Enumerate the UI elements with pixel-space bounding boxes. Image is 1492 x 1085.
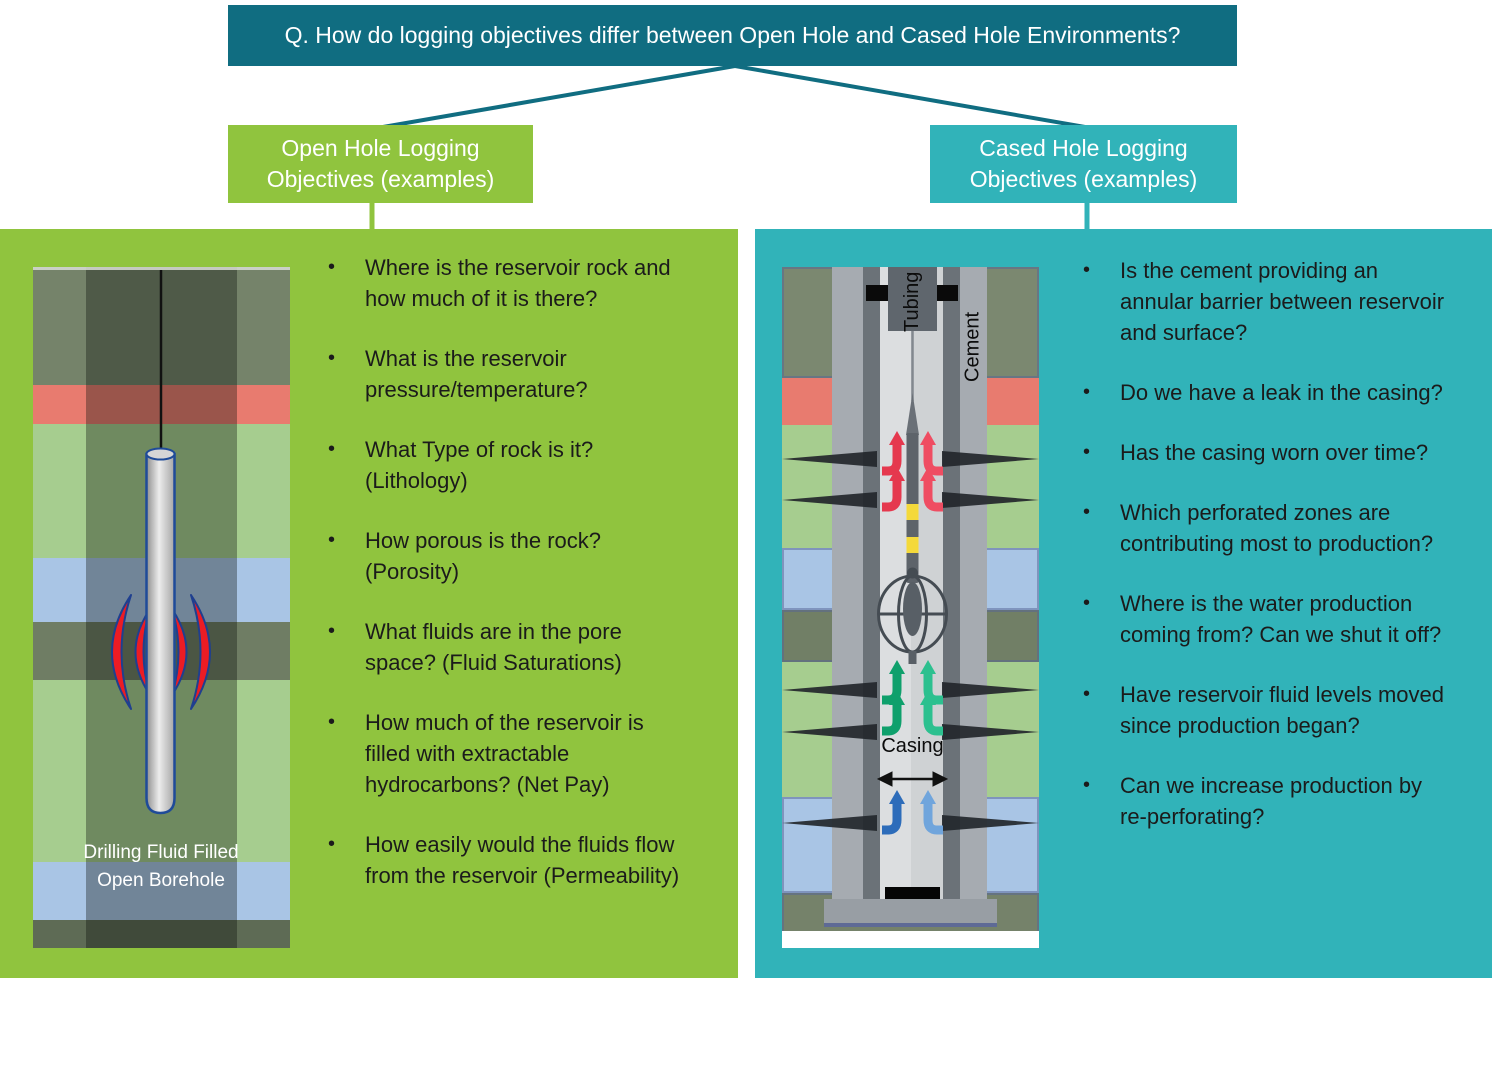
bullet-text: Where is the water production coming fro… — [1120, 591, 1442, 647]
cased-hole-panel: Tubing Cement Casing Is the cement provi… — [755, 229, 1492, 978]
list-item: Is the cement providing an annular barri… — [1077, 255, 1449, 348]
casing-width-arrow — [876, 771, 949, 787]
open-hole-panel: Drilling Fluid Filled Open Borehole Wher… — [0, 229, 738, 978]
strata-layer-olive-bottom — [33, 920, 290, 948]
bullet-text: Have reservoir fluid levels moved since … — [1120, 682, 1445, 738]
packers — [866, 285, 958, 301]
cased-hole-illustration: Tubing Cement Casing — [782, 267, 1039, 948]
cased-hole-header-line1: Cased Hole Logging — [979, 135, 1188, 161]
bullet-text: How much of the reservoir is filled with… — [365, 710, 644, 797]
open-hole-header-line1: Open Hole Logging — [281, 135, 480, 161]
list-item: How porous is the rock? (Porosity) — [322, 525, 694, 587]
production-logging-tool — [877, 393, 948, 664]
list-item: Has the casing worn over time? — [1077, 437, 1449, 468]
bullet-text: What is the reservoir pressure/temperatu… — [365, 346, 588, 402]
surface-line — [33, 267, 290, 270]
open-hole-header-box: Open Hole Logging Objectives (examples) — [228, 125, 533, 203]
title-question-text: Q. How do logging objectives differ betw… — [284, 22, 1181, 48]
list-item: Can we increase production by re-perfora… — [1077, 770, 1449, 832]
list-item: Which perforated zones are contributing … — [1077, 497, 1449, 559]
branch-line-right — [734, 64, 1086, 129]
tool-yellow-band — [906, 537, 919, 553]
list-item: How easily would the fluids flow from th… — [322, 829, 694, 891]
perforation-darts — [782, 451, 1039, 831]
list-item: Where is the water production coming fro… — [1077, 588, 1449, 650]
bullet-text: How easily would the fluids flow from th… — [365, 832, 680, 888]
bullet-text: Has the casing worn over time? — [1120, 440, 1429, 465]
list-item: How much of the reservoir is filled with… — [322, 707, 694, 800]
casing-walls — [863, 267, 960, 907]
list-item: What Type of rock is it? (Lithology) — [322, 434, 694, 496]
cement-bands — [832, 267, 987, 907]
bullet-text: Do we have a leak in the casing? — [1120, 380, 1443, 405]
list-item: Where is the reservoir rock and how much… — [322, 252, 694, 314]
list-item: Do we have a leak in the casing? — [1077, 377, 1449, 408]
open-hole-header-line2: Objectives (examples) — [266, 166, 495, 192]
bullet-text: Where is the reservoir rock and how much… — [365, 255, 671, 311]
tubing — [888, 267, 937, 331]
list-item: What is the reservoir pressure/temperatu… — [322, 343, 694, 405]
bullet-text: How porous is the rock? (Porosity) — [365, 528, 601, 584]
strata-layer-blue-2 — [33, 862, 290, 920]
green-flow-arrows — [882, 660, 943, 736]
bullet-text: Which perforated zones are contributing … — [1120, 500, 1434, 556]
title-question-bar: Q. How do logging objectives differ betw… — [228, 5, 1237, 66]
cement-label: Cement — [961, 311, 984, 383]
list-item: Have reservoir fluid levels moved since … — [1077, 679, 1449, 741]
bullet-text: Is the cement providing an annular barri… — [1120, 258, 1445, 345]
branch-line-left — [382, 64, 736, 129]
borehole-caption: Drilling Fluid Filled Open Borehole — [83, 842, 239, 891]
open-hole-well-graphic — [111, 270, 211, 815]
cased-hole-well-graphic — [782, 267, 1039, 948]
open-hole-illustration: Drilling Fluid Filled Open Borehole — [33, 267, 290, 948]
cased-hole-header-box: Cased Hole Logging Objectives (examples) — [930, 125, 1237, 203]
list-item: What fluids are in the pore space? (Flui… — [322, 616, 694, 678]
tool-yellow-band — [906, 504, 919, 520]
cased-hole-bullet-list: Is the cement providing an annular barri… — [1077, 255, 1449, 861]
open-hole-bullet-list: Where is the reservoir rock and how much… — [322, 252, 694, 920]
logging-tool — [145, 447, 176, 815]
bullet-text: What fluids are in the pore space? (Flui… — [365, 619, 622, 675]
casing-shoe — [824, 899, 997, 927]
casing-label: Casing — [881, 735, 944, 757]
bullet-text: What Type of rock is it? (Lithology) — [365, 437, 594, 493]
cased-hole-header-line2: Objectives (examples) — [969, 166, 1198, 192]
bottom-white-strip — [782, 931, 1039, 948]
bullet-text: Can we increase production by re-perfora… — [1120, 773, 1423, 829]
red-flow-arrows — [882, 431, 943, 512]
tubing-label: Tubing — [901, 271, 923, 333]
blue-flow-arrows — [882, 790, 943, 835]
